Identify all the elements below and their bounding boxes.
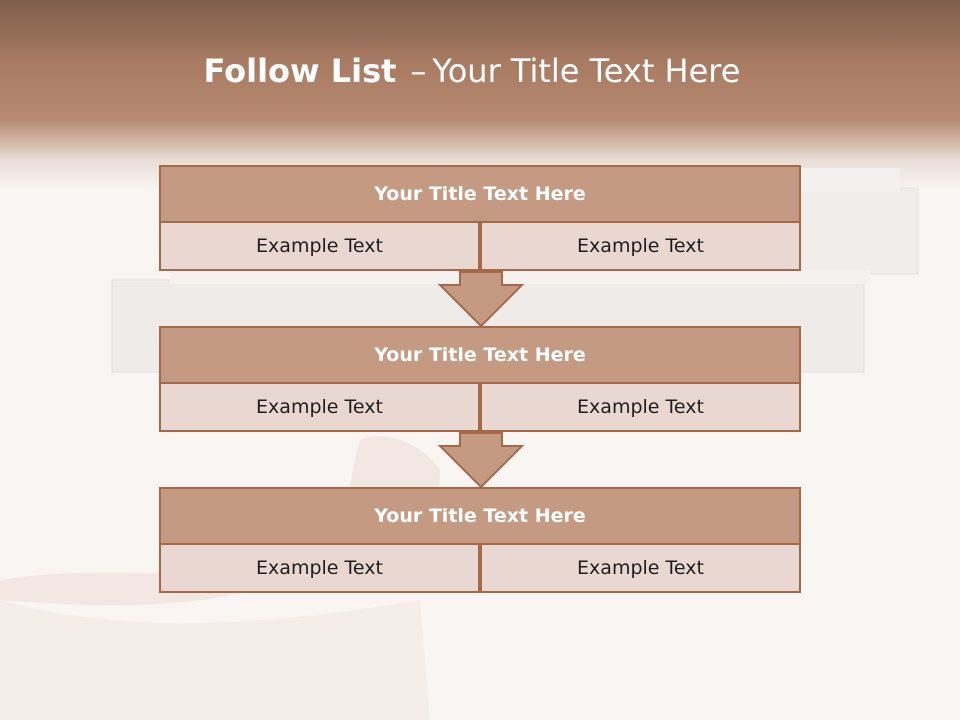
arrow-down-icon	[438, 271, 524, 327]
list-block-3: Your Title Text Here Example Text Exampl…	[159, 487, 801, 593]
block-title: Your Title Text Here	[159, 326, 801, 384]
block-cell-right: Example Text	[480, 382, 801, 432]
list-block-2: Your Title Text Here Example Text Exampl…	[159, 326, 801, 432]
block-cell-left: Example Text	[159, 543, 480, 593]
slide-title-dash: –	[410, 52, 427, 90]
block-title: Your Title Text Here	[159, 165, 801, 223]
slide-title: Follow List–Your Title Text Here	[0, 52, 944, 90]
slide-title-rest: Your Title Text Here	[432, 52, 741, 90]
block-cell-left: Example Text	[159, 221, 480, 271]
block-cell-right: Example Text	[480, 221, 801, 271]
arrow-down-icon	[438, 432, 524, 488]
block-cell-left: Example Text	[159, 382, 480, 432]
list-block-1: Your Title Text Here Example Text Exampl…	[159, 165, 801, 271]
block-title: Your Title Text Here	[159, 487, 801, 545]
header-band	[0, 0, 960, 190]
slide-title-bold: Follow List	[203, 52, 397, 90]
block-cell-right: Example Text	[480, 543, 801, 593]
